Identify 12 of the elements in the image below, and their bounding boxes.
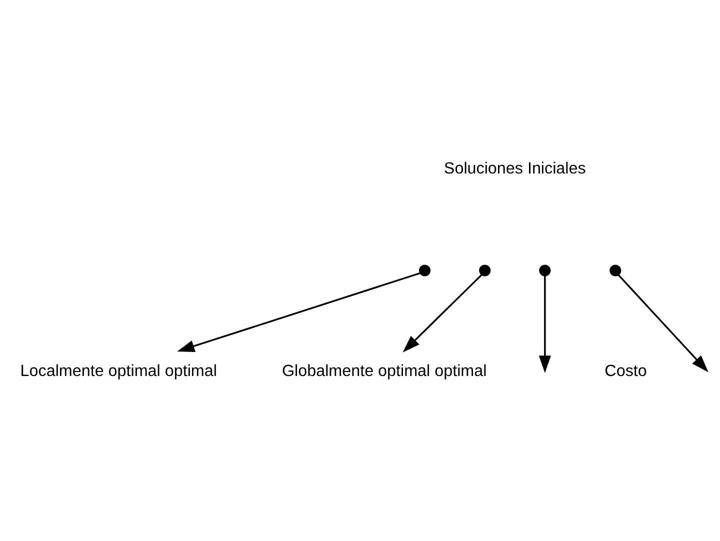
arrow — [538, 276, 551, 373]
label: Soluciones Iniciales — [444, 160, 586, 178]
label: Costo — [604, 362, 647, 380]
node-text: Localmente optimal optimal — [20, 362, 217, 380]
node-circle — [610, 264, 622, 276]
arrow — [177, 272, 420, 352]
node-circle — [479, 264, 491, 276]
node-circle — [419, 264, 431, 276]
arrow — [402, 274, 482, 352]
node-circle — [539, 264, 551, 276]
arrow — [618, 274, 708, 372]
node-text: Globalmente optimal optimal — [282, 362, 487, 380]
